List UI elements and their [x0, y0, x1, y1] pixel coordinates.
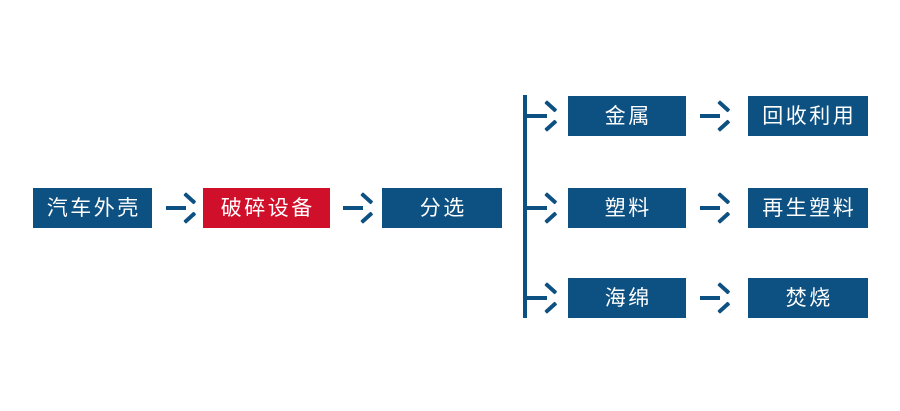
arrow-right-icon-main-1 — [166, 195, 192, 221]
node-crushing-equipment[interactable]: 破碎设备 — [203, 188, 330, 228]
arrow-right-icon-branch-3 — [525, 285, 553, 311]
arrow-right-icon-branch-1 — [525, 103, 553, 129]
node-destination-recycled-plastic[interactable]: 再生塑料 — [748, 188, 868, 228]
arrow-right-icon-main-2 — [343, 195, 369, 221]
arrow-right-icon-row-1 — [700, 103, 726, 129]
node-car-shell[interactable]: 汽车外壳 — [33, 188, 152, 228]
arrow-right-icon-branch-2 — [525, 195, 553, 221]
node-material-metal[interactable]: 金属 — [568, 96, 686, 136]
node-material-plastic[interactable]: 塑料 — [568, 188, 686, 228]
node-destination-recycle[interactable]: 回收利用 — [748, 96, 868, 136]
node-material-sponge[interactable]: 海绵 — [568, 278, 686, 318]
arrow-right-icon-row-2 — [700, 195, 726, 221]
node-destination-incineration[interactable]: 焚烧 — [748, 278, 868, 318]
node-sorting[interactable]: 分选 — [382, 188, 502, 228]
arrow-right-icon-row-3 — [700, 285, 726, 311]
